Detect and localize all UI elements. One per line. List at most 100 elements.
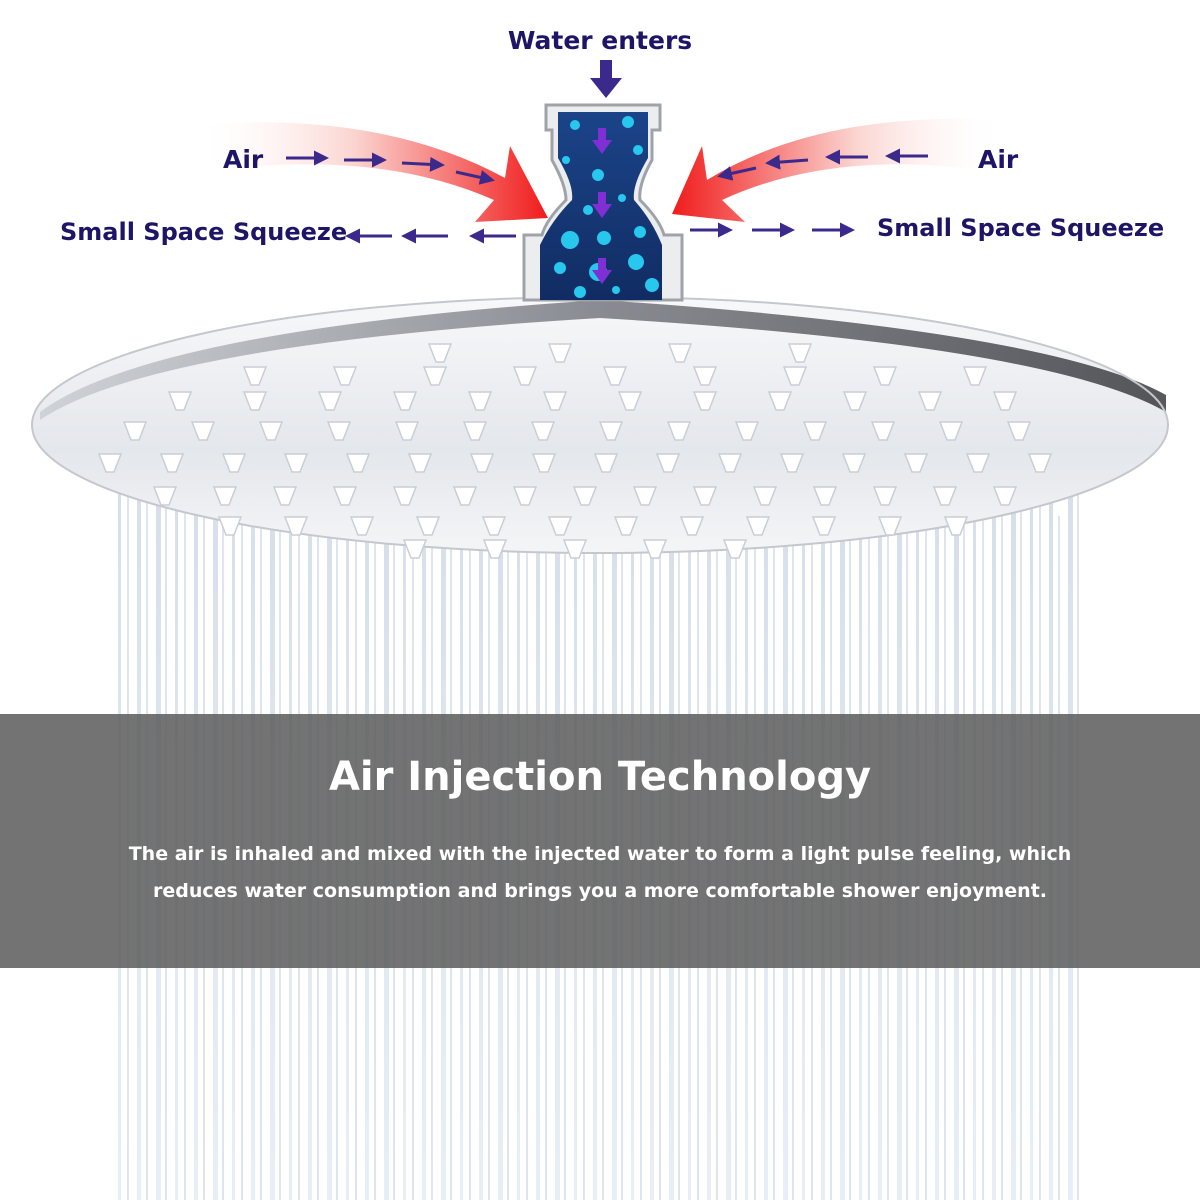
- shower-nozzle-icon: [512, 366, 538, 386]
- shower-nozzle-icon: [258, 421, 284, 441]
- shower-nozzle-icon: [767, 391, 793, 411]
- air-bubble: [561, 231, 579, 249]
- air-bubble: [628, 254, 644, 270]
- water-enters-label: Water enters: [507, 26, 693, 55]
- small-arrows: [286, 148, 928, 244]
- squeeze-right-label: Small Space Squeeze: [877, 214, 1165, 242]
- shower-nozzle-icon: [903, 453, 929, 473]
- shower-nozzle-icon: [392, 391, 418, 411]
- shower-nozzle-icon: [317, 391, 343, 411]
- air-bubble: [570, 120, 580, 130]
- shower-nozzle-icon: [332, 366, 358, 386]
- shower-nozzle-icon: [482, 539, 508, 559]
- shower-nozzle-icon: [1027, 453, 1053, 473]
- shower-nozzle-icon: [802, 421, 828, 441]
- shower-nozzle-icon: [167, 391, 193, 411]
- shower-nozzle-icon: [402, 539, 428, 559]
- shower-nozzle-icon: [212, 486, 238, 506]
- flow-arrow: [598, 258, 606, 272]
- info-banner: [0, 714, 1200, 968]
- air-bubble: [562, 156, 570, 164]
- banner-description: The air is inhaled and mixed with the in…: [128, 843, 1072, 902]
- shower-nozzle-icon: [467, 391, 493, 411]
- shower-nozzle-icon: [531, 453, 557, 473]
- shower-nozzle-icon: [632, 486, 658, 506]
- shower-nozzle-icon: [481, 516, 507, 536]
- squeeze-left-label: Small Space Squeeze: [60, 218, 348, 246]
- shower-nozzle-icon: [392, 486, 418, 506]
- shower-nozzle-icon: [283, 516, 309, 536]
- shower-nozzle-icon: [655, 453, 681, 473]
- shower-nozzle-icon: [427, 343, 453, 363]
- shower-nozzle-icon: [572, 486, 598, 506]
- shower-nozzle-icon: [394, 421, 420, 441]
- shower-nozzle-icon: [872, 486, 898, 506]
- shower-nozzle-icon: [242, 366, 268, 386]
- shower-nozzle-icon: [221, 453, 247, 473]
- shower-nozzle-icon: [542, 391, 568, 411]
- shower-nozzle-icon: [326, 421, 352, 441]
- air-right-label: Air: [978, 145, 1019, 174]
- shower-nozzle-icon: [272, 486, 298, 506]
- shower-nozzle-icon: [666, 421, 692, 441]
- shower-nozzle-icon: [349, 516, 375, 536]
- air-bubble: [612, 286, 620, 294]
- shower-nozzle-icon: [562, 539, 588, 559]
- shower-nozzle-icon: [917, 391, 943, 411]
- shower-nozzle-icon: [152, 486, 178, 506]
- shower-nozzle-icon: [692, 486, 718, 506]
- air-bubble: [592, 169, 604, 181]
- shower-nozzle-icon: [992, 486, 1018, 506]
- shower-nozzle-icon: [938, 421, 964, 441]
- shower-nozzle-icon: [547, 343, 573, 363]
- shower-nozzle-icon: [642, 539, 668, 559]
- shower-nozzle-icon: [415, 516, 441, 536]
- shower-nozzle-icon: [717, 453, 743, 473]
- shower-nozzle-icon: [734, 421, 760, 441]
- shower-nozzle-icon: [452, 486, 478, 506]
- air-arrow-left: [195, 122, 548, 222]
- air-bubble: [574, 286, 586, 298]
- shower-nozzle-icon: [345, 453, 371, 473]
- shower-nozzle-icon: [598, 421, 624, 441]
- shower-nozzle-icon: [841, 453, 867, 473]
- shower-nozzle-icon: [407, 453, 433, 473]
- shower-nozzle-icon: [722, 539, 748, 559]
- shower-nozzle-icon: [1006, 421, 1032, 441]
- shower-nozzle-icon: [679, 516, 705, 536]
- shower-nozzle-icon: [617, 391, 643, 411]
- shower-nozzle-icon: [547, 516, 573, 536]
- shower-nozzle-icon: [530, 421, 556, 441]
- shower-nozzle-icon: [811, 516, 837, 536]
- shower-nozzle-icon: [965, 453, 991, 473]
- shower-nozzle-icon: [469, 453, 495, 473]
- air-left-label: Air: [223, 145, 264, 174]
- shower-nozzle-icon: [602, 366, 628, 386]
- shower-nozzle-icon: [667, 343, 693, 363]
- nozzle-grid: [97, 343, 1053, 559]
- shower-nozzle-icon: [692, 391, 718, 411]
- shower-nozzle-icon: [283, 453, 309, 473]
- flow-arrow: [592, 204, 612, 218]
- small-arrow-icon: [455, 170, 495, 185]
- shower-nozzle-icon: [422, 366, 448, 386]
- shower-nozzle-icon: [242, 391, 268, 411]
- shower-nozzle-icon: [332, 486, 358, 506]
- banner-title: Air Injection Technology: [328, 754, 872, 800]
- shower-nozzle-icon: [122, 421, 148, 441]
- small-arrow-icon: [401, 156, 445, 172]
- flow-arrow: [592, 140, 612, 154]
- shower-nozzle-icon: [190, 421, 216, 441]
- air-bubble: [622, 116, 634, 128]
- flow-arrow: [598, 192, 606, 206]
- shower-nozzle-icon: [812, 486, 838, 506]
- shower-nozzle-icon: [842, 391, 868, 411]
- down-arrow-icon: [590, 60, 622, 98]
- air-bubble: [554, 262, 566, 274]
- shower-nozzle-icon: [779, 453, 805, 473]
- shower-nozzle-icon: [593, 453, 619, 473]
- shower-nozzle-icon: [97, 453, 123, 473]
- shower-nozzle-icon: [692, 366, 718, 386]
- air-bubbles: [554, 116, 659, 298]
- shower-nozzle-icon: [877, 516, 903, 536]
